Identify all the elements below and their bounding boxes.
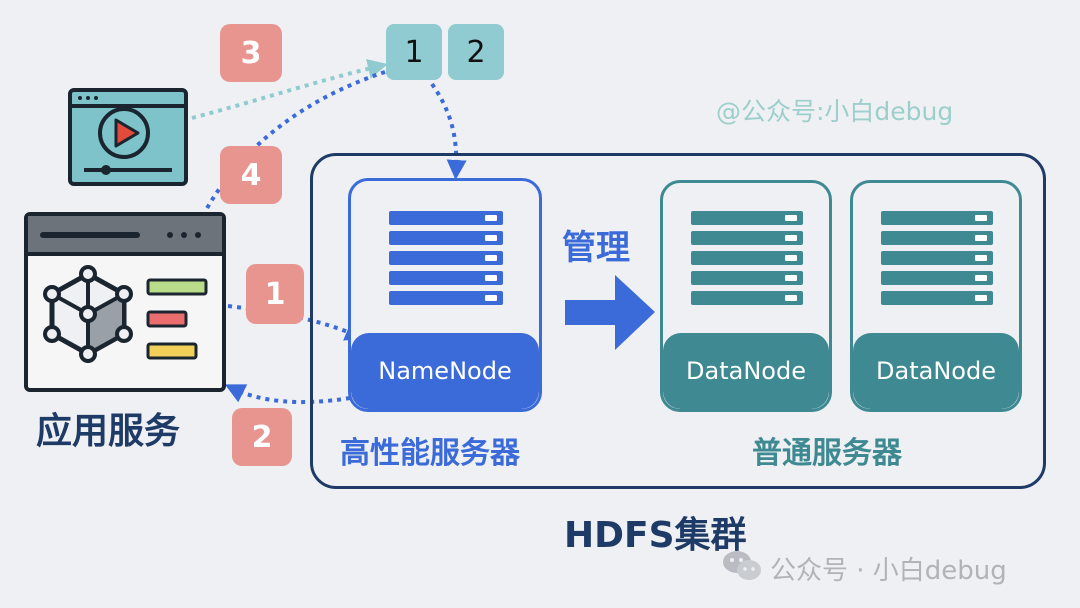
arrow-app-to-namenode	[227, 304, 366, 341]
datanode-server-2: DataNode	[850, 180, 1022, 412]
footer-watermark: 公众号 · 小白debug	[770, 556, 1007, 586]
file-block-2: 2	[448, 24, 504, 80]
manage-arrow	[565, 275, 655, 350]
video-player-icon	[68, 88, 188, 186]
namenode-label: NameNode	[351, 333, 539, 409]
app-service-label: 应用服务	[36, 411, 181, 452]
arrow-blocks-to-namenode	[430, 82, 467, 180]
server-rack-icon	[881, 211, 993, 307]
manage-label: 管理	[562, 228, 630, 268]
datanode-server-1: DataNode	[660, 180, 832, 412]
file-block-1: 1	[386, 24, 442, 80]
datanode-caption: 普通服务器	[752, 436, 902, 471]
cluster-label: HDFS集群	[564, 515, 747, 556]
datanode-2-label: DataNode	[853, 333, 1019, 409]
server-rack-icon	[691, 211, 803, 307]
step-2-badge: 2	[232, 408, 292, 466]
hdfs-cluster-box	[310, 153, 1046, 489]
server-rack-icon	[389, 211, 503, 307]
app-service-window	[24, 212, 226, 392]
wechat-icon	[722, 548, 762, 584]
namenode-server: NameNode	[348, 178, 542, 412]
arrow-video-to-blocks	[191, 58, 388, 120]
datanode-1-label: DataNode	[663, 333, 829, 409]
arrow-namenode-to-app	[224, 384, 351, 405]
namenode-caption: 高性能服务器	[340, 436, 520, 471]
watermark-top: @公众号:小白debug	[716, 97, 954, 126]
step-1-badge: 1	[246, 264, 304, 324]
step-4-badge: 4	[220, 146, 282, 204]
step-3-badge: 3	[220, 24, 282, 82]
